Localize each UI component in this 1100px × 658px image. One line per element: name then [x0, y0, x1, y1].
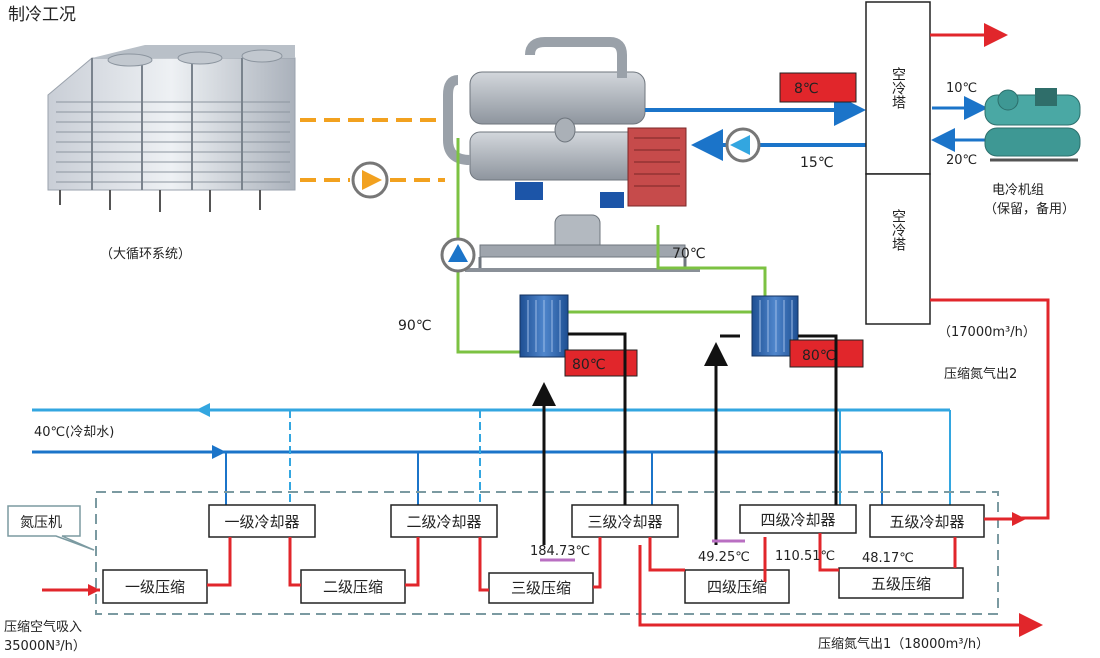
page-title: 制冷工况 [8, 5, 76, 25]
flow-17000-label: （17000m³/h） [938, 325, 1036, 340]
plate-heat-exchanger-icon [519, 294, 569, 358]
cooler-2-label: 二级冷却器 [406, 513, 481, 531]
cooler-4-label: 四级冷却器 [760, 511, 835, 529]
n2-out2-line [930, 298, 1050, 520]
compressor-3-label: 三级压缩 [511, 579, 571, 597]
air-tower-bottom-label: 空冷塔 [890, 209, 906, 251]
pump-icon [440, 237, 476, 273]
cooler-5-label: 五级冷却器 [889, 513, 964, 531]
temp-80a-label: 80℃ [572, 357, 606, 373]
temp-10-label: 10℃ [946, 81, 977, 96]
temp-4817-label: 48.17℃ [862, 551, 914, 566]
air-in-flow-label: 35000N³/h） [4, 639, 86, 654]
temp-tag-8 [779, 72, 857, 103]
air-cooling-tower-bottom [865, 173, 931, 325]
cooler-2 [390, 504, 498, 538]
cooling-tower-icon [47, 45, 296, 212]
electric-chiller-icon [984, 88, 1081, 162]
absorption-chiller-icon [443, 37, 700, 272]
temp-90-label: 90℃ [398, 318, 432, 334]
temp-8-label: 8℃ [794, 81, 819, 97]
cooling-water-label: 40℃(冷却水) [34, 425, 114, 440]
cooler-1-label: 一级冷却器 [224, 513, 299, 531]
temp-tag-80b [789, 339, 864, 368]
n2-out2-label: 压缩氮气出2 [944, 366, 1017, 382]
compressor-3 [488, 572, 594, 604]
compressor-group-callout [7, 505, 95, 551]
temp-80b-label: 80℃ [802, 348, 836, 364]
temp-184-label: 184.73℃ [530, 544, 590, 559]
cooler-3-label: 三级冷却器 [587, 513, 662, 531]
air-cooling-tower-top [865, 1, 931, 175]
electric-chiller-label: 电冷机组 [992, 183, 1044, 198]
n2-out1-label: 压缩氮气出1（18000m³/h） [818, 636, 989, 652]
temp-4925-label: 49.25℃ [698, 550, 750, 565]
hot-water-supply-line [456, 138, 530, 354]
n2-out1-line [638, 545, 1043, 637]
cooler-1 [208, 504, 316, 538]
temp-11051-label: 110.51℃ [775, 549, 835, 564]
temp-70-label: 70℃ [672, 246, 706, 262]
cooler-5 [869, 504, 985, 538]
compressor-1 [102, 569, 208, 604]
electric-chiller-note: （保留，备用） [984, 201, 1075, 217]
temp-20-label: 20℃ [946, 153, 977, 168]
compressor-4 [684, 569, 790, 604]
compressor-group-label: 氮压机 [20, 515, 62, 531]
air-tower-top-label: 空冷塔 [890, 67, 906, 109]
compressor-5-label: 五级压缩 [871, 575, 931, 593]
pump-icon [351, 161, 389, 199]
compressor-1-label: 一级压缩 [125, 578, 185, 596]
big-loop-label: （大循环系统） [100, 247, 191, 262]
compressor-4-label: 四级压缩 [707, 578, 767, 596]
compressor-5 [838, 567, 964, 599]
pump-icon [725, 127, 761, 163]
temp-15-label: 15℃ [800, 155, 834, 171]
compressor-group-border [95, 491, 999, 615]
compressor-2 [300, 569, 406, 604]
compressor-2-label: 二级压缩 [323, 578, 383, 596]
air-in-label: 压缩空气吸入 [4, 619, 82, 635]
cooler-4 [739, 504, 857, 534]
